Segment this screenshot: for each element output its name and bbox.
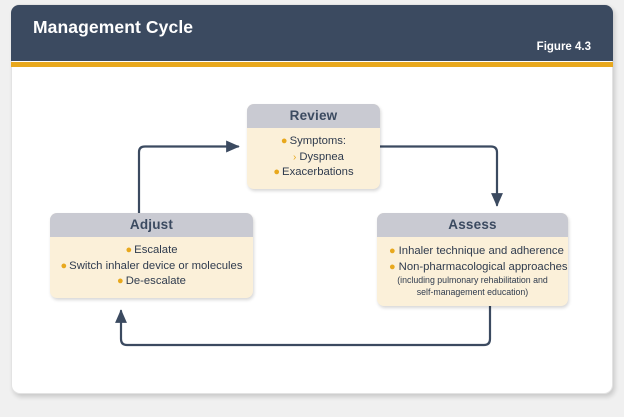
list-item: ›Dyspnea [253, 150, 374, 166]
bullet-icon: ● [280, 135, 288, 147]
node-review-body: ●Symptoms: ›Dyspnea ●Exacerbations [247, 128, 380, 189]
list-item-label: Switch inhaler device or molecules [69, 259, 243, 272]
list-item-label: Exacerbations [282, 166, 354, 178]
node-adjust[interactable]: Adjust ●Escalate ●Switch inhaler device … [50, 213, 253, 298]
chevron-right-icon: › [293, 151, 297, 163]
list-item-label: Symptoms: [289, 135, 347, 147]
bullet-icon: ● [389, 245, 396, 257]
list-item: ●Switch inhaler device or molecules [56, 259, 247, 275]
list-item: ●Escalate [56, 243, 247, 259]
bullet-icon: ● [117, 275, 124, 287]
list-item-label: De-escalate [125, 275, 186, 287]
page-title: Management Cycle [33, 17, 194, 37]
node-assess-title: Assess [377, 213, 568, 237]
node-review-title: Review [247, 104, 380, 128]
bullet-icon: ● [273, 166, 281, 178]
list-item: ●Exacerbations [253, 165, 374, 181]
figure-header-band: Management Cycle Figure 4.3 [11, 5, 613, 61]
bullet-icon: ● [60, 259, 68, 272]
gold-divider [11, 62, 613, 67]
node-assess-body: ●Inhaler technique and adherence ●Non-ph… [377, 237, 568, 306]
node-adjust-body: ●Escalate ●Switch inhaler device or mole… [50, 237, 253, 298]
list-item-label: Inhaler technique and adherence [398, 245, 564, 257]
list-item: ●Non-pharmacological approaches [383, 259, 568, 275]
list-item-label: Dyspnea [299, 150, 344, 163]
list-item: ●Inhaler technique and adherence [383, 243, 564, 259]
list-item-label: Non-pharmacological approaches [398, 261, 568, 273]
node-assess-note-line: self-management education) [416, 286, 529, 297]
figure-number-label: Figure 4.3 [536, 41, 591, 53]
list-item: ●Symptoms: [253, 134, 374, 150]
list-item: ●De-escalate [56, 274, 247, 290]
list-item-label: Escalate [134, 244, 178, 256]
node-adjust-title: Adjust [50, 213, 253, 237]
node-assess-note-line: (including pulmonary rehabilitation and [397, 275, 548, 285]
bullet-icon: ● [389, 261, 396, 273]
node-assess[interactable]: Assess ●Inhaler technique and adherence … [377, 213, 568, 306]
node-review[interactable]: Review ●Symptoms: ›Dyspnea ●Exacerbation… [247, 104, 380, 189]
bullet-icon: ● [125, 244, 133, 256]
